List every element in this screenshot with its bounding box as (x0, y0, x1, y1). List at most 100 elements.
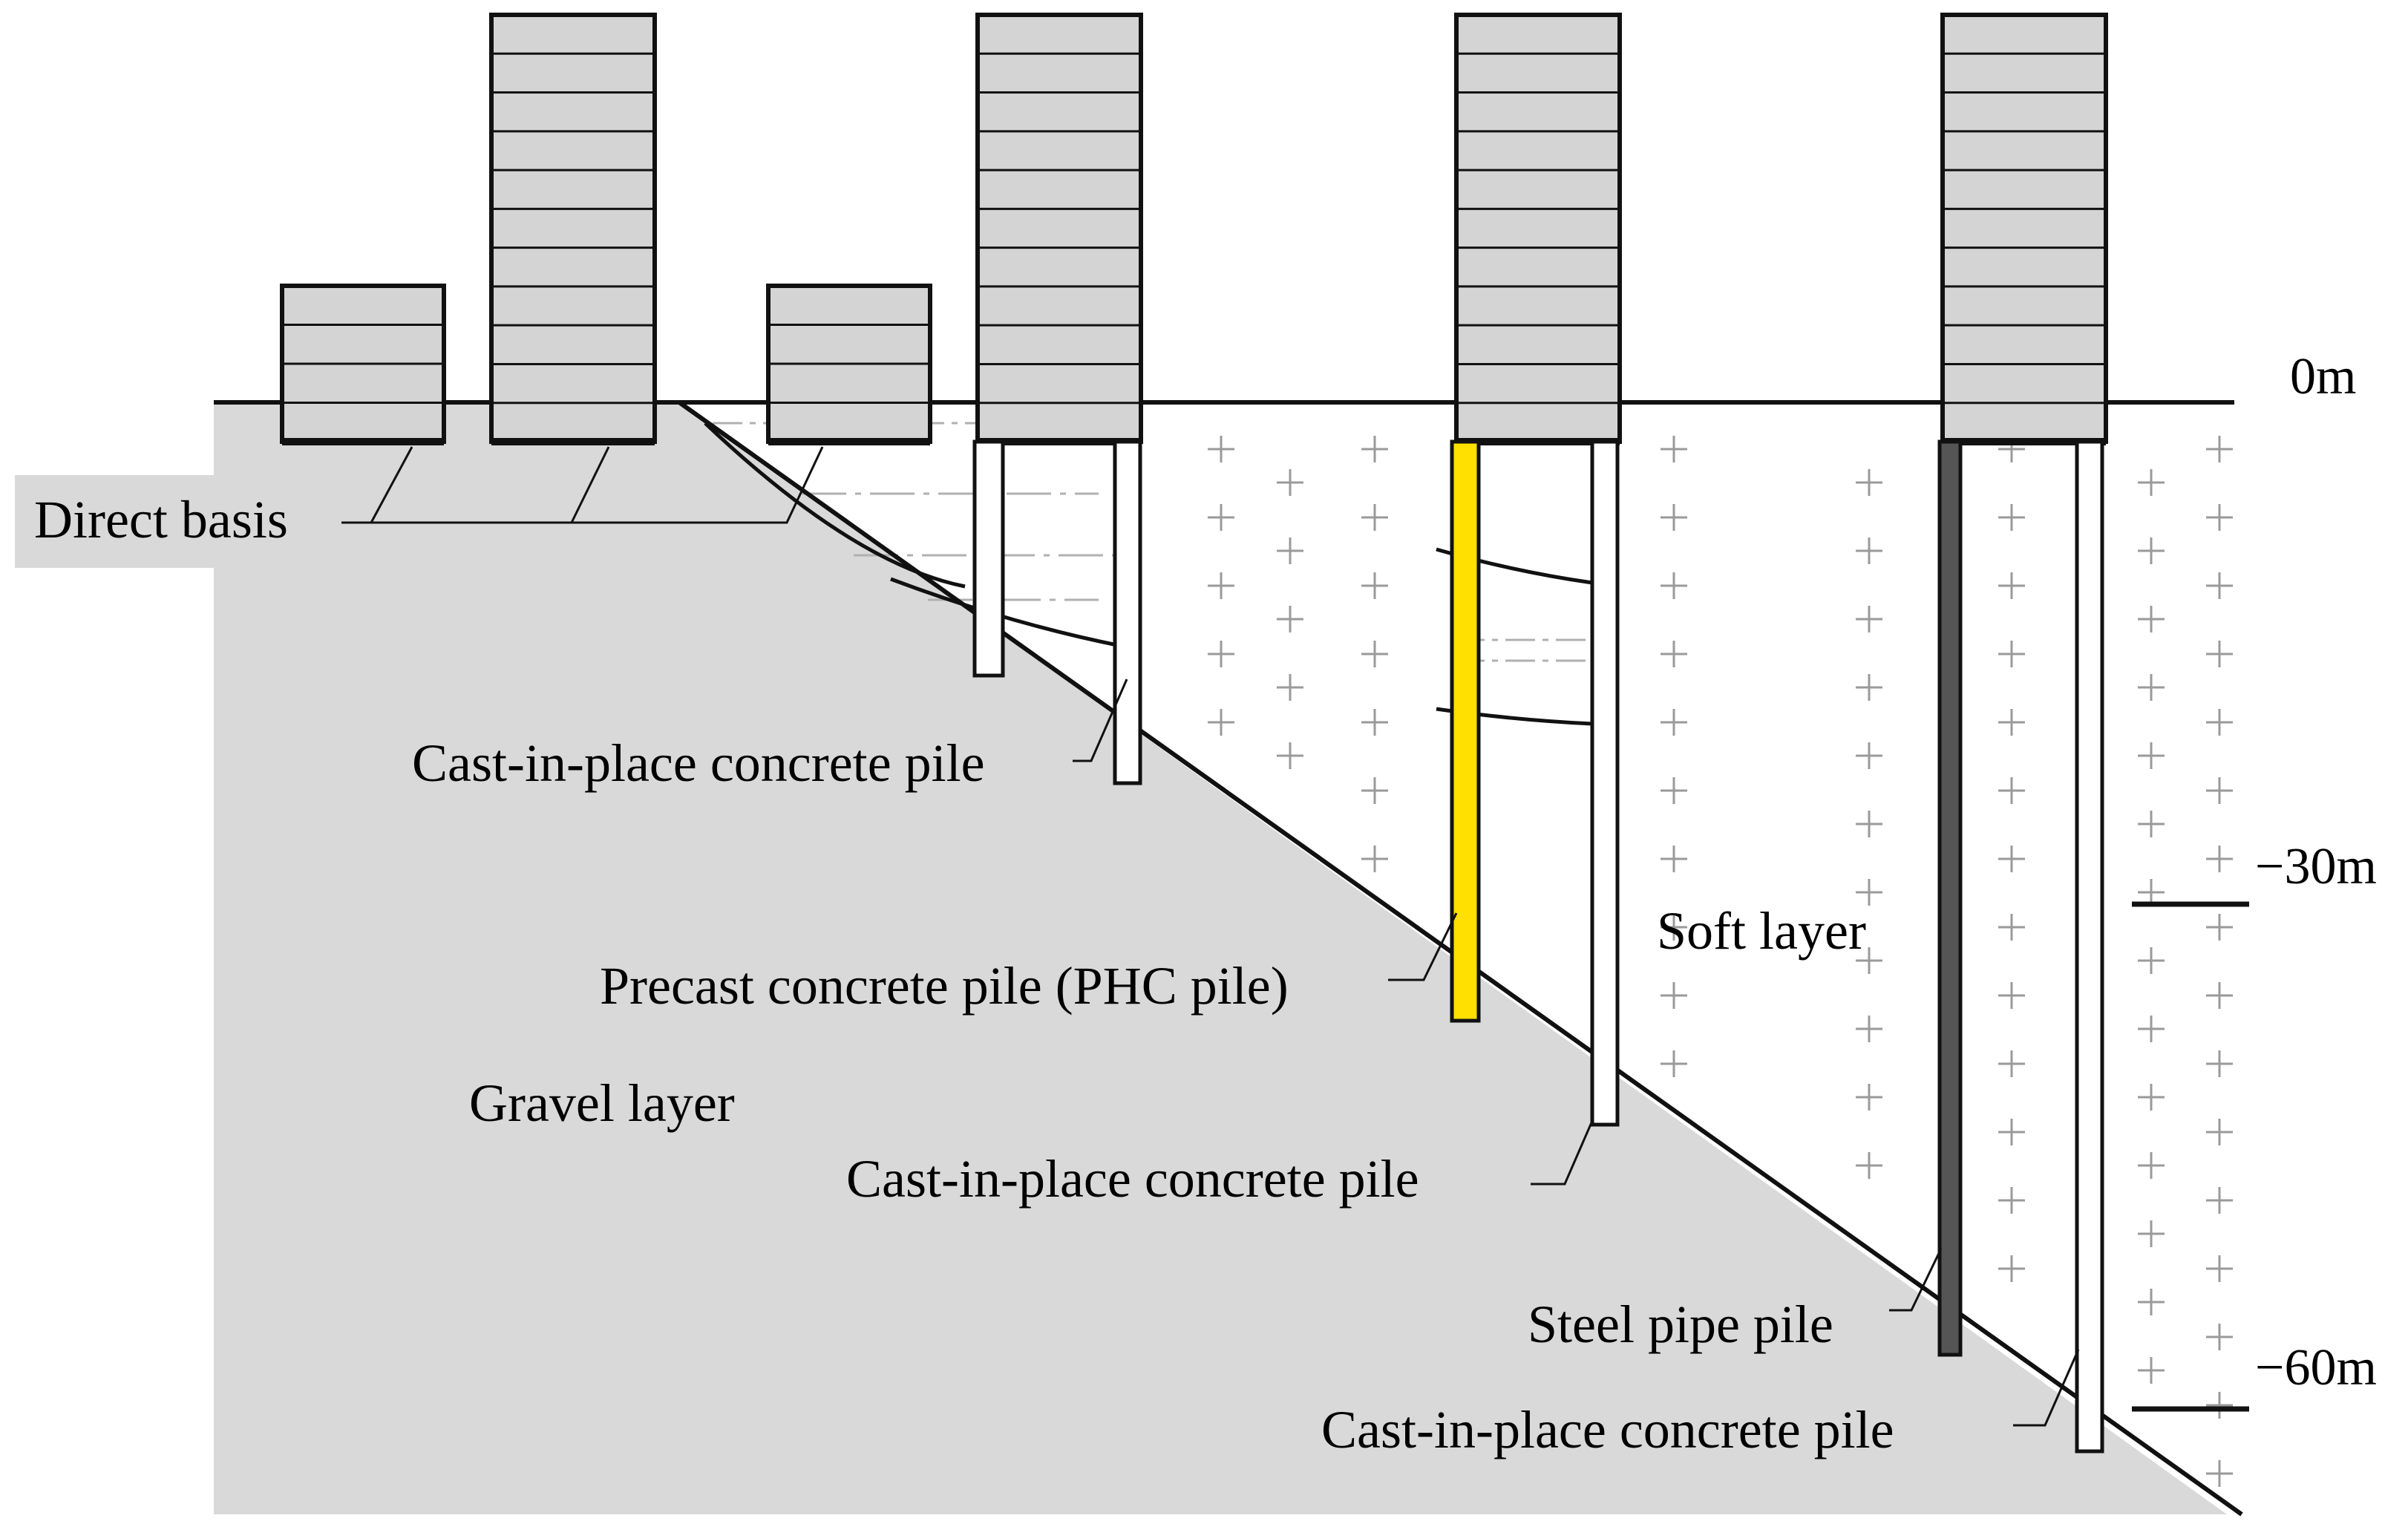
soft-layer-plus-mark (2206, 982, 2233, 1009)
soft-layer-plus-mark (2206, 1050, 2233, 1077)
pile-cast-in-place-3 (2075, 439, 2104, 1454)
soft-layer-plus-mark (1277, 606, 1303, 632)
depth-label-0m: 0m (2290, 348, 2356, 405)
soft-layer-plus-mark (1277, 742, 1303, 769)
soft-layer-plus-mark (1998, 1119, 2025, 1145)
soft-layer-plus-mark (2206, 436, 2233, 462)
soft-layer-plus-mark (2138, 469, 2165, 496)
soft-layer-plus-mark (2138, 1220, 2165, 1247)
soft-layer-plus-mark (1856, 742, 1882, 769)
building-tall-1 (489, 13, 657, 445)
soft-layer-plus-mark (1208, 504, 1234, 531)
pile-cast-in-place-2 (1590, 439, 1620, 1127)
soft-layer-plus-mark (2138, 742, 2165, 769)
soft-layer-plus-mark (1277, 469, 1303, 496)
soft-layer-plus-mark (2206, 1119, 2233, 1145)
buildings (280, 13, 2108, 445)
soft-layer-plus-mark (1998, 572, 2025, 599)
building-tall-3 (1454, 13, 1622, 445)
soft-layer-plus-mark (1998, 846, 2025, 872)
leader-lines (341, 446, 2080, 1427)
soft-layer-plus-mark (1998, 641, 2025, 667)
soft-layer-plus-mark (2138, 1289, 2165, 1315)
soft-layer-plus-mark (2138, 537, 2165, 564)
soft-layer-plus-mark (1856, 1152, 1882, 1179)
soft-layer-plus-mark (1998, 982, 2025, 1009)
label-cast-in-place-2: Cast-in-place concrete pile (846, 1149, 1419, 1209)
soft-layer-plus-mark (1661, 846, 1687, 872)
soft-layer-plus-mark (2138, 811, 2165, 837)
soft-layer-plus-mark (1208, 436, 1234, 462)
soft-layer-plus-mark (1361, 436, 1388, 462)
soft-layer-plus-mark (1998, 1187, 2025, 1214)
soft-layer-plus-mark (1998, 1255, 2025, 1282)
soft-layer-plus-mark (1208, 572, 1234, 599)
depth-label-minus-30: −30m (2255, 838, 2377, 895)
soft-layer-plus-mark (2138, 1084, 2165, 1111)
soft-layer-plus-mark (2206, 1392, 2233, 1419)
soft-layer-plus-mark (1998, 777, 2025, 804)
soft-layer-plus-mark (1856, 1016, 1882, 1042)
soft-layer-plus-mark (1361, 504, 1388, 531)
soft-layer-marks (1208, 436, 2233, 1487)
soft-layer-plus-mark (2138, 606, 2165, 632)
soft-layer-plus-mark (2206, 846, 2233, 872)
building-tall-4 (1940, 13, 2108, 445)
soft-layer-plus-mark (2206, 1255, 2233, 1282)
soft-layer-plus-mark (1361, 572, 1388, 599)
label-direct-basis: Direct basis (34, 490, 288, 549)
soft-layer-plus-mark (1856, 1084, 1882, 1111)
soft-layer-plus-mark (1661, 1050, 1687, 1077)
soft-layer-plus-mark (1998, 914, 2025, 941)
label-steel-pipe: Steel pipe pile (1528, 1295, 1833, 1354)
soft-layer-plus-mark (2138, 1152, 2165, 1179)
soft-layer-plus-mark (1998, 1050, 2025, 1077)
soft-layer-plus-mark (1856, 674, 1882, 701)
pile-precast-phc (1450, 439, 1481, 1023)
soft-layer-plus-mark (1661, 641, 1687, 667)
soft-layer-plus-mark (1856, 469, 1882, 496)
soft-layer-plus-mark (2138, 947, 2165, 974)
soft-layer-plus-mark (1661, 914, 1687, 941)
soft-layer-plus-mark (1361, 641, 1388, 667)
soft-layer-plus-mark (1856, 879, 1882, 906)
gravel-layer-region (214, 402, 2227, 1514)
soft-layer-plus-mark (2206, 914, 2233, 941)
soft-layer-plus-mark (1661, 709, 1687, 736)
soft-layer-plus-mark (2206, 709, 2233, 736)
depth-label-minus-60: −60m (2255, 1339, 2377, 1396)
soft-layer-plus-mark (2206, 572, 2233, 599)
soft-layer-plus-mark (2206, 504, 2233, 531)
soft-layer-plus-mark (2206, 777, 2233, 804)
label-soft-layer: Soft layer (1657, 901, 1866, 961)
label-gravel-layer: Gravel layer (469, 1073, 735, 1133)
soft-layer-plus-mark (1856, 606, 1882, 632)
soft-layer-plus-mark (1856, 947, 1882, 974)
label-cast-in-place-1: Cast-in-place concrete pile (412, 733, 985, 793)
soft-layer-plus-mark (2206, 1187, 2233, 1214)
soft-layer-plus-mark (2138, 1357, 2165, 1384)
soft-layer-plus-mark (1361, 777, 1388, 804)
soft-layer-plus-mark (2206, 1460, 2233, 1487)
soft-layer-plus-mark (1661, 504, 1687, 531)
soft-layer-plus-mark (1208, 641, 1234, 667)
soft-layer-plus-mark (1661, 572, 1687, 599)
pile-cast-in-place-short (972, 439, 1005, 678)
soft-layer-plus-mark (2138, 674, 2165, 701)
label-precast-phc: Precast concrete pile (PHC pile) (600, 956, 1289, 1016)
soft-layer-plus-mark (2138, 1016, 2165, 1042)
soft-layer-plus-mark (1361, 709, 1388, 736)
label-cast-in-place-3: Cast-in-place concrete pile (1321, 1400, 1894, 1459)
pile-steel-pipe (1937, 439, 1963, 1357)
soft-layer-plus-mark (1856, 811, 1882, 837)
soft-layer-plus-mark (1998, 504, 2025, 531)
soft-layer-plus-mark (2206, 641, 2233, 667)
soft-layer-plus-mark (1208, 709, 1234, 736)
soft-layer-plus-mark (1661, 436, 1687, 462)
soft-layer-plus-mark (2138, 879, 2165, 906)
pile-cast-in-place-1 (1113, 439, 1142, 785)
soft-layer-plus-mark (1661, 777, 1687, 804)
soft-layer-plus-mark (1856, 537, 1882, 564)
building-tall-2 (975, 13, 1143, 445)
soft-layer-plus-mark (1361, 846, 1388, 872)
